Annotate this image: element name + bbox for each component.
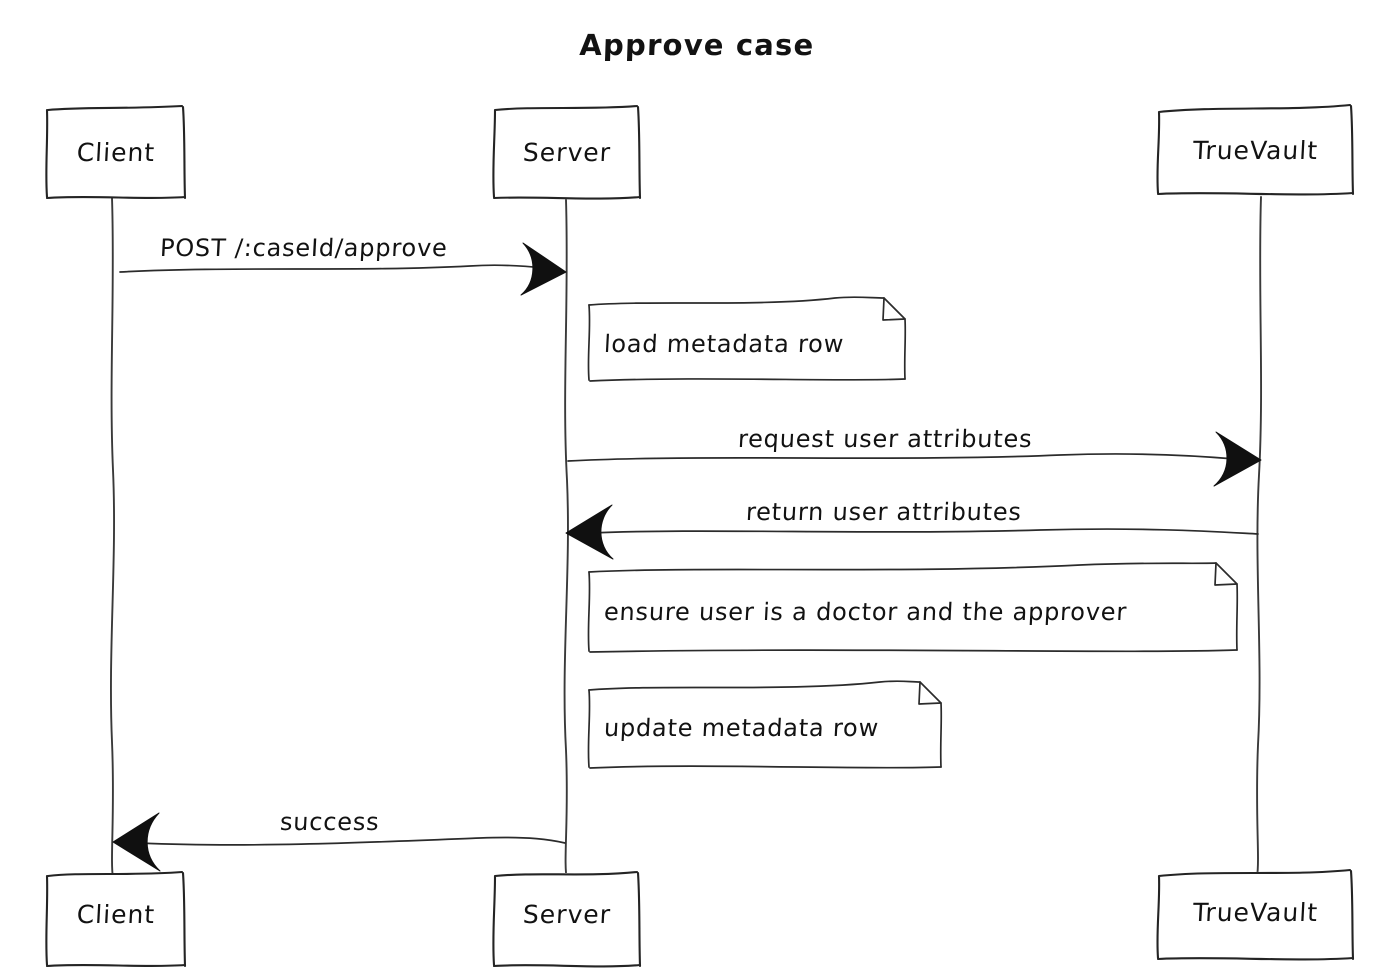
note-label-update-metadata-row: update metadata row <box>603 714 880 742</box>
arrowhead-left <box>565 504 614 560</box>
message-arrow-return-user-attributes[interactable] <box>565 504 1259 560</box>
actor-boxes-bottom <box>45 868 1355 968</box>
message-arrow-request-user-attributes[interactable] <box>567 431 1262 487</box>
message-arrow-success[interactable] <box>112 812 566 872</box>
note-label-ensure-user-doctor-approver: ensure user is a doctor and the approver <box>603 598 1128 626</box>
actor-box-client-top[interactable] <box>45 104 187 200</box>
page-title: Approve case <box>578 28 816 62</box>
actor-box-server-top[interactable] <box>492 104 642 200</box>
lifeline-truevault <box>1256 196 1263 878</box>
actor-box-truevault-bottom[interactable] <box>1156 868 1355 961</box>
actor-box-client-bottom[interactable] <box>45 870 187 968</box>
actor-label-truevault-bottom: TrueVault <box>1192 898 1319 927</box>
actor-label-server-bottom: Server <box>522 900 612 929</box>
lifeline-client <box>110 197 115 879</box>
note-update-metadata-row[interactable] <box>587 680 943 769</box>
actor-box-server-bottom[interactable] <box>492 870 642 968</box>
actor-box-truevault-top[interactable] <box>1156 103 1355 196</box>
note-label-load-metadata-row: load metadata row <box>603 330 845 358</box>
actor-label-client-top: Client <box>76 138 156 167</box>
arrowhead-right <box>1213 431 1262 487</box>
lifelines <box>110 196 1263 881</box>
actor-label-server-top: Server <box>522 138 612 167</box>
message-label-return-user-attributes: return user attributes <box>745 498 1023 526</box>
arrowhead-right <box>520 242 567 296</box>
message-label-success: success <box>279 808 381 836</box>
actor-label-client-bottom: Client <box>76 900 156 929</box>
note-ensure-user-doctor-approver[interactable] <box>587 562 1239 653</box>
arrowhead-left <box>112 812 161 872</box>
actor-label-truevault-top: TrueVault <box>1192 136 1319 165</box>
lifeline-server <box>563 199 569 881</box>
note-load-metadata-row[interactable] <box>587 296 907 382</box>
message-label-request-user-attributes: request user attributes <box>737 425 1034 453</box>
message-label-post-approve: POST /:caseId/approve <box>159 234 449 262</box>
actor-boxes-top <box>45 103 1355 200</box>
message-arrow-post-approve[interactable] <box>119 242 567 296</box>
